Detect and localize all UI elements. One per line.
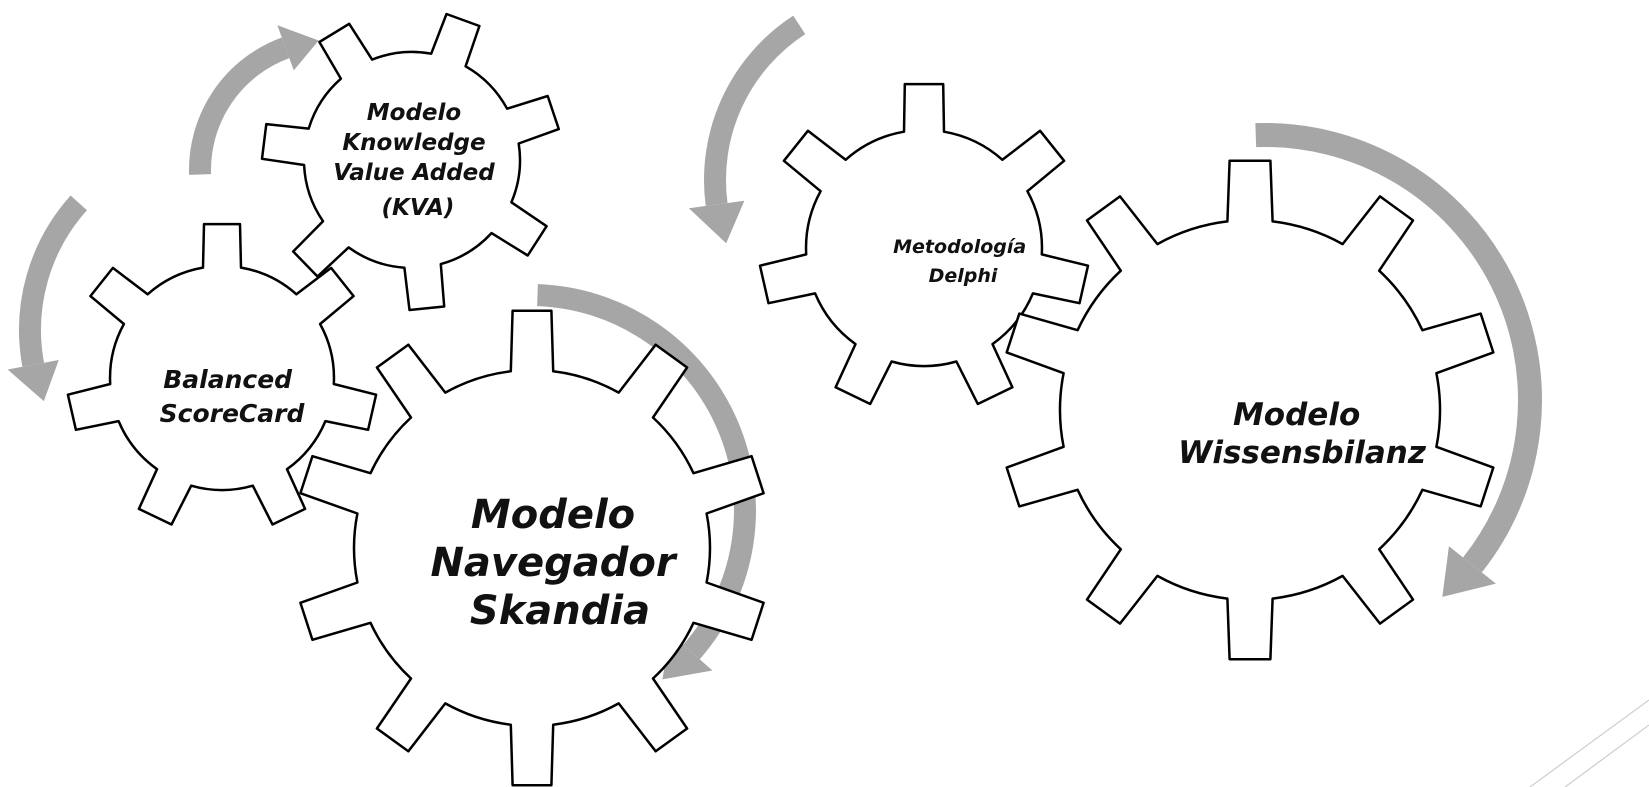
arrow-wissensbilanz-head xyxy=(1442,546,1496,597)
gear-skandia-outline xyxy=(299,309,765,787)
gear-kva-line: Modelo xyxy=(367,100,461,126)
gear-balanced-outline xyxy=(66,222,378,526)
gear-skandia-line: Skandia xyxy=(470,588,650,634)
gear-delphi-line: Metodología xyxy=(893,236,1026,258)
gear-kva-line: (KVA) xyxy=(382,195,455,221)
gear-kva-line: Knowledge xyxy=(342,130,485,156)
arrow-left-body xyxy=(19,195,88,367)
gear-wissensbilanz-line: Wissensbilanz xyxy=(1178,435,1427,471)
gear-balanced-line: ScoreCard xyxy=(160,399,306,428)
gear-skandia-label: Modelo Navegador Skandia xyxy=(430,492,689,634)
arrow-delphi-head xyxy=(688,200,745,244)
gear-delphi: Metodología Delphi xyxy=(758,82,1090,406)
corner-decoration-line xyxy=(1564,724,1649,787)
corner-decoration-line xyxy=(1529,699,1649,787)
gear-balanced-scorecard: Balanced ScoreCard xyxy=(66,222,378,526)
curved-arrows xyxy=(7,15,1542,680)
gear-kva-label: Modelo Knowledge Value Added (KVA) xyxy=(333,100,503,221)
arrow-wissensbilanz-body xyxy=(1255,123,1542,573)
gear-skandia-line: Navegador xyxy=(430,540,677,586)
gear-balanced-label: Balanced ScoreCard xyxy=(160,365,306,428)
gear-wissensbilanz-outline xyxy=(1005,159,1495,661)
arrow-left-head xyxy=(7,360,59,402)
gear-skandia: Modelo Navegador Skandia xyxy=(299,309,765,787)
gear-kva-line: Value Added xyxy=(333,160,495,186)
gear-kva: Modelo Knowledge Value Added (KVA) xyxy=(260,12,561,312)
gear-wissensbilanz-line: Modelo xyxy=(1233,397,1360,433)
gear-delphi-outline xyxy=(758,82,1090,406)
gear-delphi-line: Delphi xyxy=(929,265,998,287)
gear-balanced-line: Balanced xyxy=(163,365,293,394)
arrow-delphi-body xyxy=(704,15,806,206)
gear-skandia-line: Modelo xyxy=(471,492,635,538)
arrow-top-left-head xyxy=(277,25,319,71)
gear-wissensbilanz: Modelo Wissensbilanz xyxy=(1005,159,1495,661)
arrow-top-left-body xyxy=(189,37,290,175)
gear-delphi-label: Metodología Delphi xyxy=(893,236,1033,287)
gear-kva-outline xyxy=(260,12,561,312)
gear-wissensbilanz-label: Modelo Wissensbilanz xyxy=(1178,397,1427,471)
